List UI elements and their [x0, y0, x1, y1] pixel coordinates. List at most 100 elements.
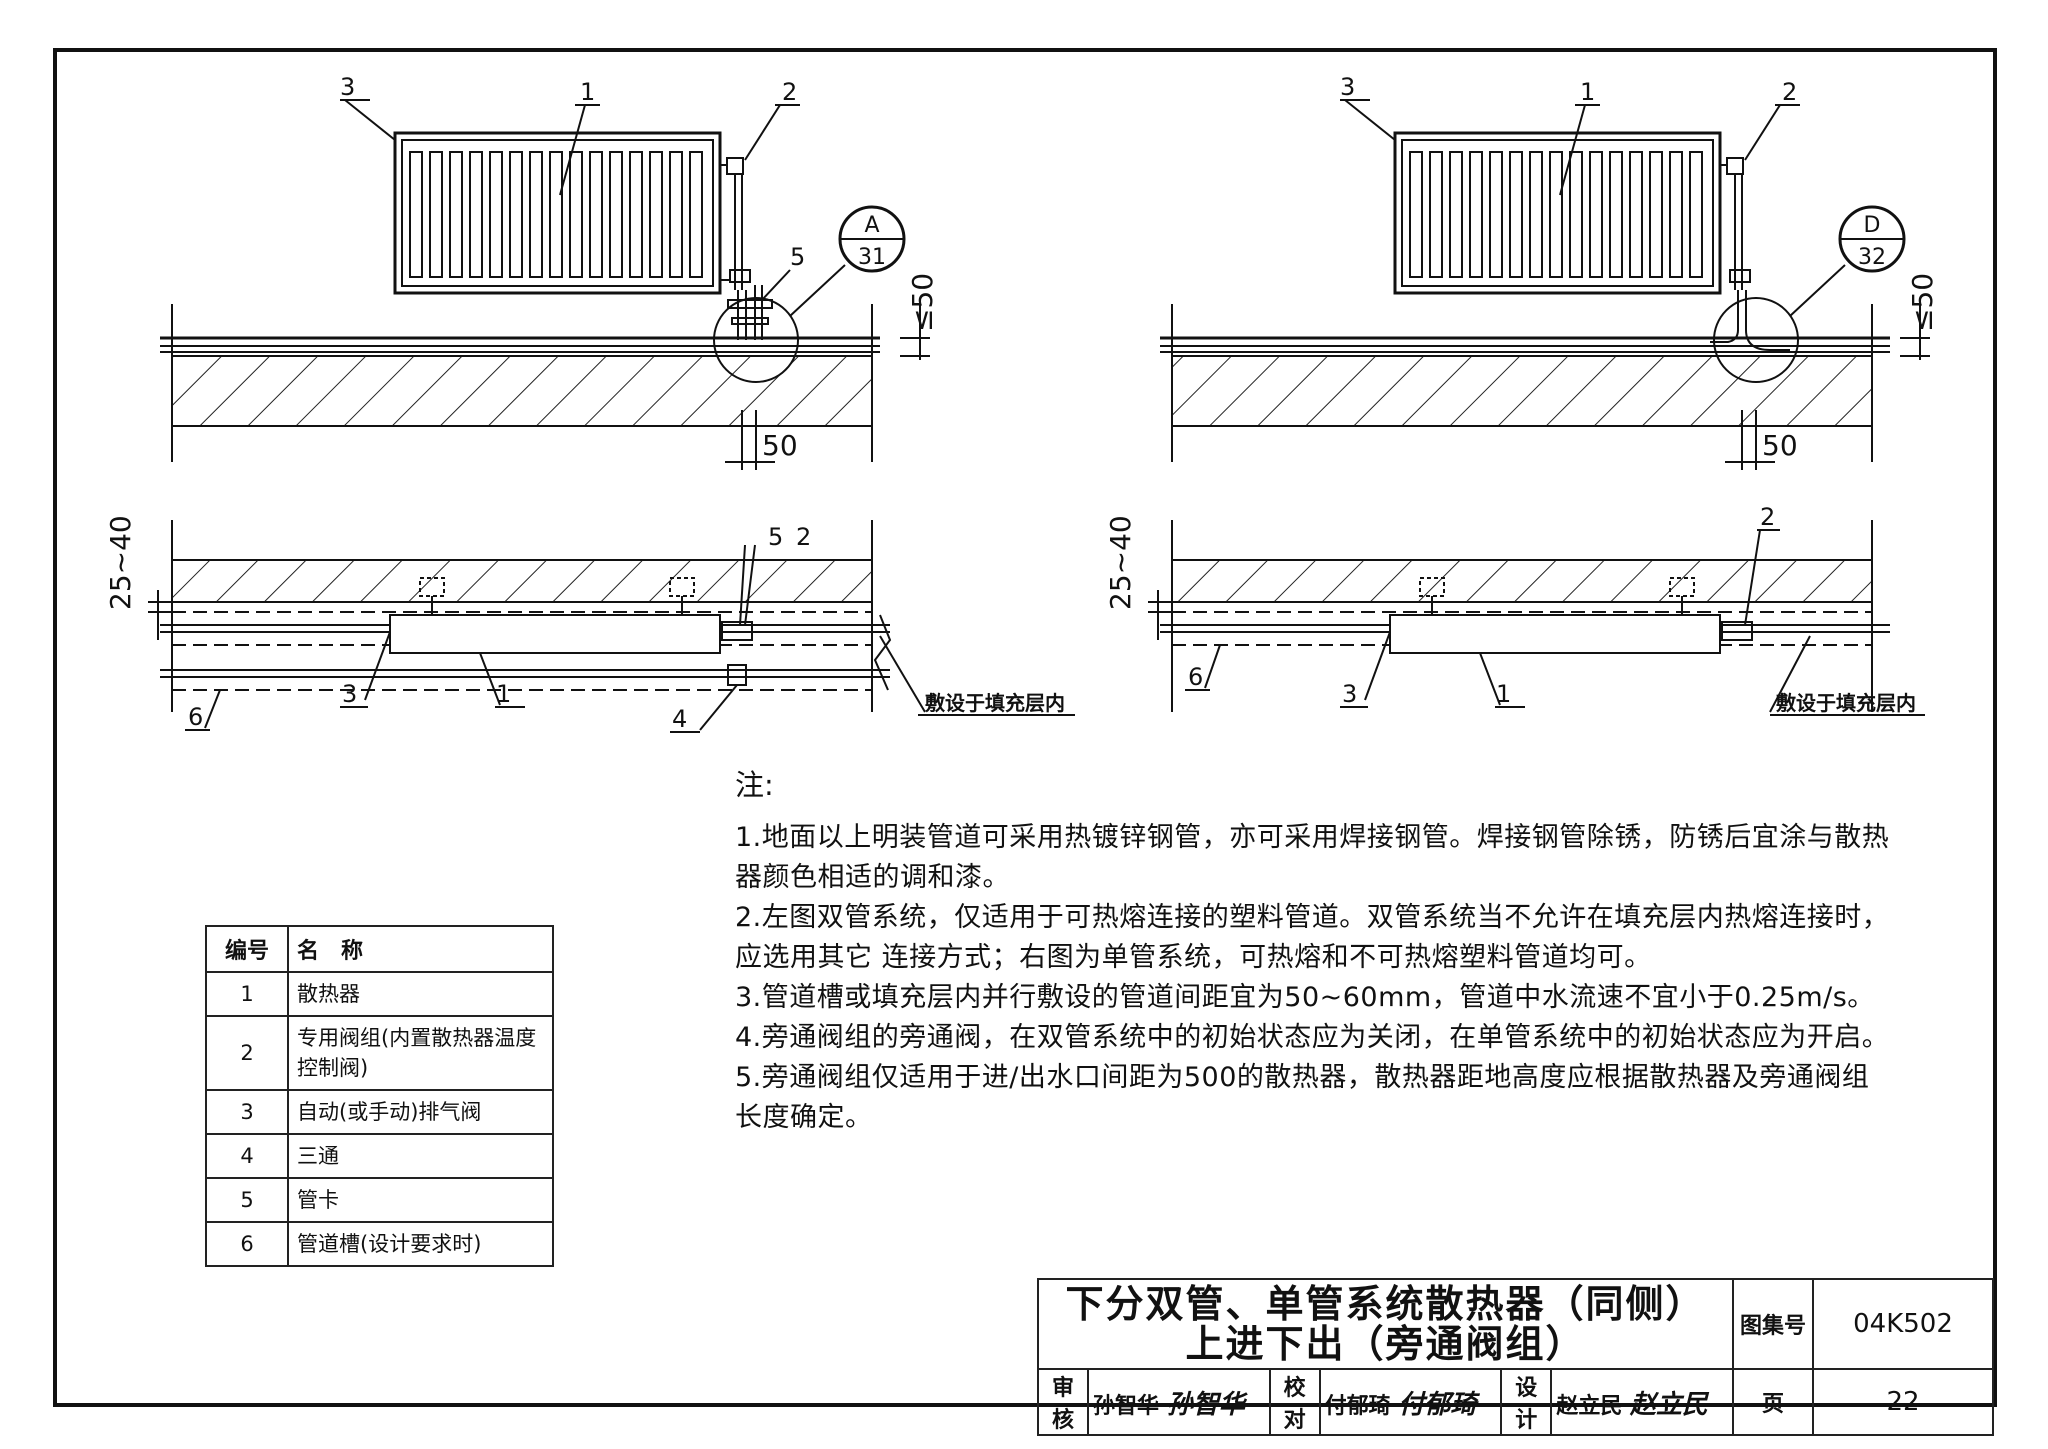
valve-group-right	[1710, 157, 1790, 351]
legend-header-name: 名 称	[287, 925, 554, 973]
reviewer-name-text: 孙智华	[1093, 1393, 1160, 1419]
plan-callout-1: 1	[496, 680, 511, 708]
plan-callout-1-right: 1	[1496, 680, 1511, 708]
legend-header-no: 编号	[205, 925, 289, 973]
note-line: 3.管道槽或填充层内并行敷设的管道间距宜为50~60mm，管道中水流速不宜小于0…	[735, 982, 1875, 1013]
page-number: 22	[1812, 1368, 1994, 1436]
dim-offset-label-right: 50	[1762, 429, 1798, 462]
note-line: 4.旁通阀组的旁通阀，在双管系统中的初始状态应为关闭，在单管系统中的初始状态应为…	[735, 1022, 1890, 1053]
legend-name: 散热器	[287, 971, 554, 1017]
reviewer-signature: 孙智华	[1166, 1389, 1245, 1420]
legend-no: 3	[205, 1089, 289, 1135]
note-line: 2.左图双管系统，仅适用于可热熔连接的塑料管道。双管系统当不允许在填充层内热熔连…	[735, 902, 1890, 933]
left-elevation: A 31 ≤50 50 3 1 2 5	[160, 73, 939, 470]
dim-depth-label-right: 25~40	[1104, 515, 1137, 610]
legend-no: 1	[205, 971, 289, 1017]
floor-slab-right	[1171, 355, 1873, 427]
callout-1-right: 1	[1580, 78, 1595, 106]
plan-wall	[171, 559, 873, 603]
legend-name: 自动(或手动)排气阀	[287, 1089, 554, 1135]
drawing-title-line2: 上进下出（旁通阀组）	[1185, 1322, 1586, 1366]
designer-signature: 赵立民	[1630, 1389, 1709, 1420]
plan-radiator-right	[1389, 614, 1721, 654]
dim-offset-label: 50	[762, 429, 798, 462]
legend-no: 2	[205, 1015, 289, 1091]
note-line: 1.地面以上明装管道可采用热镀锌钢管，亦可采用焊接钢管。焊接钢管除锈，防锈后宜涂…	[735, 822, 1890, 853]
atlas-label: 图集号	[1732, 1278, 1814, 1370]
legend-name: 专用阀组(内置散热器温度控制阀)	[287, 1015, 554, 1091]
review-label: 审核	[1037, 1368, 1089, 1436]
legend-name: 三通	[287, 1133, 554, 1179]
drawing-title: 下分双管、单管系统散热器（同侧） 上进下出（旁通阀组）	[1037, 1278, 1734, 1370]
detail-ref-bottom: 31	[858, 245, 886, 270]
legend-no: 5	[205, 1177, 289, 1223]
radiator-body	[393, 131, 722, 295]
designer-name: 赵立民 赵立民	[1550, 1368, 1734, 1436]
detail-ref-bottom-right: 32	[1858, 245, 1886, 270]
plan-callout-2-right: 2	[1760, 503, 1775, 531]
note-line: 长度确定。	[735, 1102, 873, 1133]
laid-note-left: 敷设于填充层内	[925, 691, 1065, 715]
right-plan: 25~40 2 3 1 6 敷设于填充层内	[1104, 503, 1925, 716]
plan-radiator	[389, 614, 721, 654]
callout-2-right: 2	[1782, 78, 1797, 106]
plan-callout-3-right: 3	[1342, 680, 1357, 708]
dim-depth-label: 25~40	[104, 515, 137, 610]
callout-3-right: 3	[1340, 73, 1355, 101]
callout-5: 5	[790, 243, 805, 271]
atlas-number: 04K502	[1812, 1278, 1994, 1370]
valve-group	[720, 157, 773, 340]
plan-callout-6-right: 6	[1188, 663, 1203, 691]
plan-callout-2: 2	[796, 523, 811, 551]
note-line: 应选用其它 连接方式；右图为单管系统，可热熔和不可热熔塑料管道均可。	[735, 942, 1652, 973]
legend-name: 管卡	[287, 1177, 554, 1223]
checker-name: 付郁琦 付郁琦	[1318, 1368, 1503, 1436]
notes-block: 注: 1.地面以上明装管道可采用热镀锌钢管，亦可采用焊接钢管。焊接钢管除锈，防锈…	[735, 762, 1895, 1138]
radiator-fins-right	[1409, 151, 1703, 278]
notes-heading: 注:	[735, 768, 774, 802]
detail-ref-top: A	[864, 213, 879, 238]
plan-callout-5: 5	[768, 523, 783, 551]
legend-name: 管道槽(设计要求时)	[287, 1221, 554, 1267]
left-plan: 25~40 5 2 3 1 6 4 敷设于填充层内	[104, 515, 1075, 733]
title-block: 下分双管、单管系统散热器（同侧） 上进下出（旁通阀组） 图集号 04K502 审…	[1037, 1278, 1994, 1436]
dim-gap-label: ≤50	[906, 273, 939, 332]
legend-no: 6	[205, 1221, 289, 1267]
plan-callout-4: 4	[672, 705, 687, 733]
detail-circle	[713, 297, 799, 383]
radiator-body-right	[1393, 131, 1722, 295]
callout-2: 2	[782, 78, 797, 106]
callout-1: 1	[580, 78, 595, 106]
floor-slab	[171, 355, 873, 427]
note-line: 器颜色相适的调和漆。	[735, 862, 1010, 893]
plan-callout-6: 6	[188, 703, 203, 731]
note-line: 5.旁通阀组仅适用于进/出水口间距为500的散热器，散热器距地高度应根据散热器及…	[735, 1062, 1870, 1093]
plan-callout-3: 3	[342, 680, 357, 708]
right-elevation: D 32 ≤50 50 3 1 2	[1160, 73, 1939, 470]
checker-signature: 付郁琦	[1398, 1389, 1477, 1420]
design-label: 设计	[1500, 1368, 1553, 1436]
legend-no: 4	[205, 1133, 289, 1179]
plan-wall-right	[1171, 559, 1873, 603]
dim-gap-label-right: ≤50	[1906, 273, 1939, 332]
detail-ref-top-right: D	[1864, 213, 1881, 238]
legend-header: 编号 名 称	[205, 925, 554, 973]
sheet-frame	[53, 48, 1997, 1407]
designer-name-text: 赵立民	[1556, 1393, 1623, 1419]
detail-circle-right	[1713, 297, 1799, 383]
page-label: 页	[1732, 1368, 1814, 1436]
laid-note-right: 敷设于填充层内	[1776, 691, 1916, 715]
checker-name-text: 付郁琦	[1324, 1393, 1391, 1419]
drawing-title-line1: 下分双管、单管系统散热器（同侧）	[1065, 1282, 1706, 1326]
callout-3: 3	[340, 73, 355, 101]
radiator-fins	[409, 151, 703, 278]
